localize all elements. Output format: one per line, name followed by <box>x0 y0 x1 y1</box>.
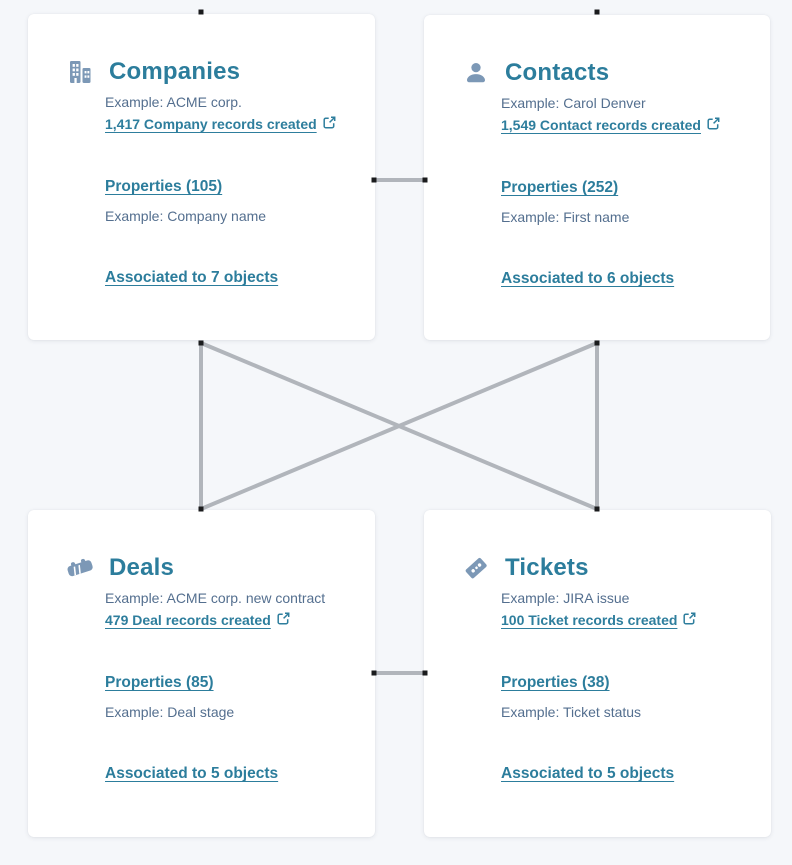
companies-card-header: Companies <box>64 56 240 88</box>
contacts-card: Contacts Example: Carol Denver 1,549 Con… <box>424 15 770 340</box>
property-example-text: Example: Company name <box>105 208 267 224</box>
external-link-icon <box>683 612 696 628</box>
external-link-icon <box>707 117 720 133</box>
deals-card-header: Deals <box>64 552 174 584</box>
connector-contacts-deals <box>200 341 598 511</box>
buildings-icon <box>64 57 96 87</box>
property-example-text: Example: First name <box>501 209 630 225</box>
record-example-text: Example: JIRA issue <box>501 590 630 606</box>
associated-objects-link[interactable]: Associated to 5 objects <box>501 765 675 782</box>
associated-objects-link[interactable]: Associated to 7 objects <box>105 269 279 286</box>
properties-link[interactable]: Properties (252) <box>501 179 619 196</box>
associated-objects-link[interactable]: Associated to 6 objects <box>501 270 675 287</box>
records-created-link[interactable]: 1,417 Company records created <box>105 116 336 132</box>
card-title: Deals <box>109 554 175 581</box>
property-example-text: Example: Ticket status <box>501 704 642 720</box>
property-example-text: Example: Deal stage <box>105 704 235 720</box>
deals-card: Deals Example: ACME corp. new contract 4… <box>28 510 375 837</box>
companies-card: Companies Example: ACME corp. 1,417 Comp… <box>28 14 375 340</box>
record-example-text: Example: ACME corp. <box>105 94 242 110</box>
properties-link[interactable]: Properties (38) <box>501 674 610 691</box>
card-title: Tickets <box>505 554 589 581</box>
record-example-text: Example: Carol Denver <box>501 95 646 111</box>
card-title: Contacts <box>505 59 610 86</box>
records-created-link[interactable]: 1,549 Contact records created <box>501 117 720 133</box>
handshake-icon <box>64 553 96 583</box>
associated-objects-link[interactable]: Associated to 5 objects <box>105 765 279 782</box>
tickets-card: Tickets Example: JIRA issue 100 Ticket r… <box>424 510 771 837</box>
record-example-text: Example: ACME corp. new contract <box>105 590 326 606</box>
card-title: Companies <box>109 58 241 85</box>
external-link-icon <box>277 612 290 628</box>
connector-companies-tickets <box>200 341 598 511</box>
properties-link[interactable]: Properties (105) <box>105 178 223 195</box>
records-created-link[interactable]: 479 Deal records created <box>105 612 290 628</box>
properties-link[interactable]: Properties (85) <box>105 674 214 691</box>
ticket-icon <box>460 553 492 583</box>
external-link-icon <box>323 116 336 132</box>
tickets-card-header: Tickets <box>460 552 589 584</box>
person-icon <box>460 58 492 88</box>
records-created-link[interactable]: 100 Ticket records created <box>501 612 696 628</box>
contacts-card-header: Contacts <box>460 57 609 89</box>
